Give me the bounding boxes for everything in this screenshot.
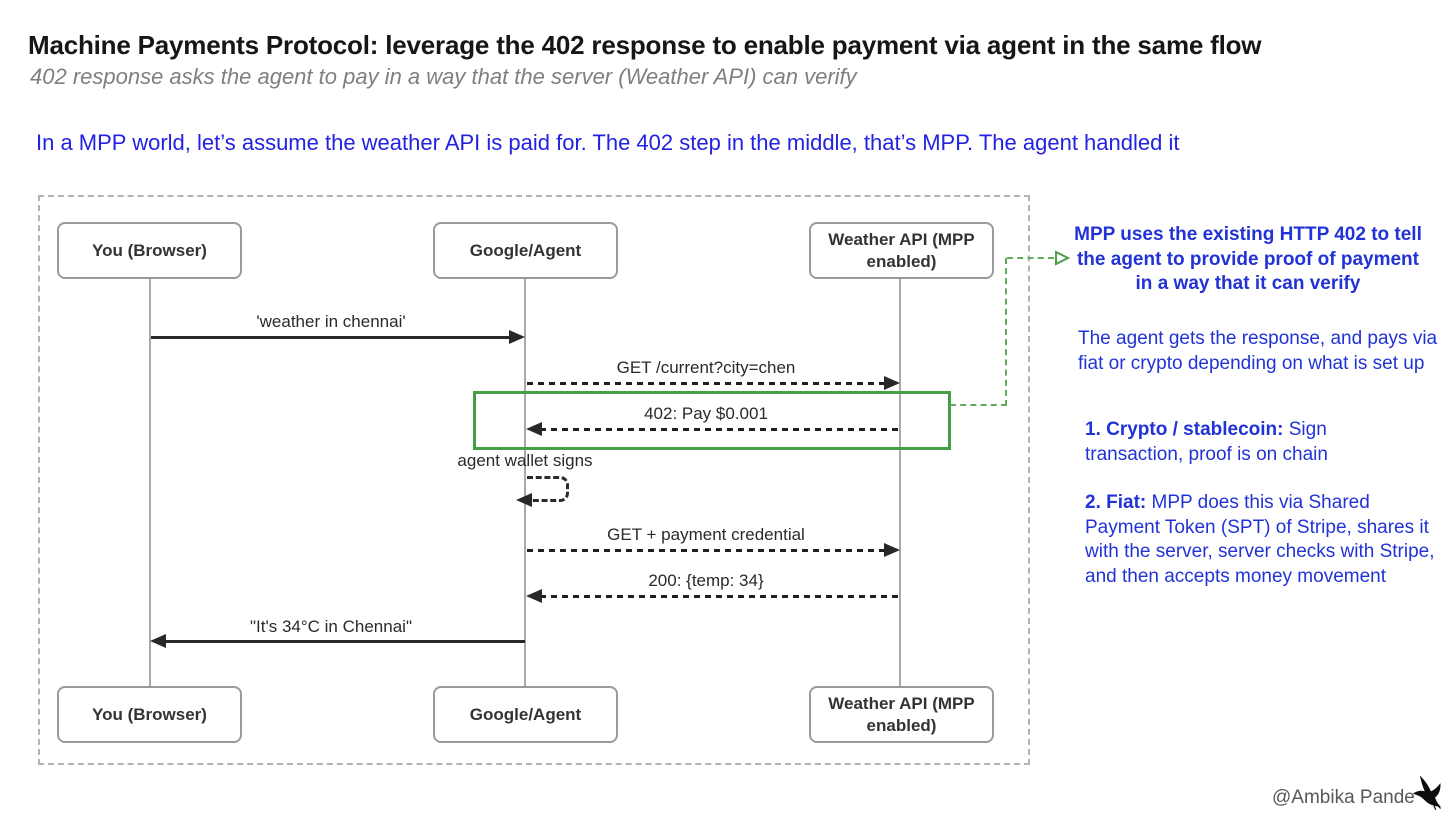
note-agent-pays: The agent gets the response, and pays vi… bbox=[1078, 328, 1438, 374]
actor-you-bottom: You (Browser) bbox=[57, 686, 242, 743]
actor-agent-label: Google/Agent bbox=[469, 704, 582, 724]
self-message-loop bbox=[527, 476, 569, 502]
message-label-agent-wallet-signs: agent wallet signs bbox=[457, 451, 593, 470]
note-fiat-text: MPP does this via Shared Payment Token (… bbox=[1085, 492, 1435, 587]
actor-weather-label: Weather API (MPP enabled) bbox=[828, 230, 975, 271]
intro-note: In a MPP world, let’s assume the weather… bbox=[36, 130, 1180, 155]
sequence-diagram: You (Browser) Google/Agent Weather API (… bbox=[38, 195, 1030, 765]
arrowhead-left-icon bbox=[516, 493, 532, 507]
actor-agent-bottom: Google/Agent bbox=[433, 686, 618, 743]
connector-segment bbox=[1005, 258, 1007, 406]
actor-weather-top: Weather API (MPP enabled) bbox=[809, 222, 994, 279]
arrowhead-left-icon bbox=[150, 634, 166, 648]
lifeline-agent bbox=[524, 279, 526, 686]
message-line bbox=[540, 595, 899, 598]
actor-weather-bottom: Weather API (MPP enabled) bbox=[809, 686, 994, 743]
message-label-weather-in-chennai: 'weather in chennai' bbox=[256, 312, 406, 331]
highlight-402-box bbox=[473, 391, 951, 450]
note-fiat-label: 2. Fiat: bbox=[1085, 492, 1147, 513]
arrowhead-left-icon bbox=[526, 422, 542, 436]
message-line bbox=[540, 428, 899, 431]
message-line bbox=[164, 640, 525, 643]
message-label-its-34c: "It's 34°C in Chennai" bbox=[250, 617, 412, 636]
lifeline-weather bbox=[899, 279, 901, 686]
arrowhead-right-icon bbox=[884, 543, 900, 557]
note-fiat-item: 2. Fiat: MPP does this via Shared Paymen… bbox=[1085, 491, 1435, 589]
message-line bbox=[151, 336, 511, 339]
callout-mpp-402: MPP uses the existing HTTP 402 to tell t… bbox=[1074, 224, 1422, 295]
page-subtitle: 402 response asks the agent to pay in a … bbox=[30, 64, 857, 89]
author-credit: @Ambika Pande bbox=[1272, 787, 1415, 808]
message-label-402-pay: 402: Pay $0.001 bbox=[644, 404, 768, 423]
message-line bbox=[527, 549, 885, 552]
connector-arrowhead-icon bbox=[1055, 250, 1071, 266]
note-crypto-label: 1. Crypto / stablecoin: bbox=[1085, 419, 1284, 440]
actor-agent-label: Google/Agent bbox=[469, 240, 582, 260]
actor-you-top: You (Browser) bbox=[57, 222, 242, 279]
message-label-get-payment-credential: GET + payment credential bbox=[607, 525, 805, 544]
message-label-200-temp: 200: {temp: 34} bbox=[648, 571, 764, 590]
arrowhead-right-icon bbox=[509, 330, 525, 344]
message-label-get-current: GET /current?city=chen bbox=[616, 358, 796, 377]
actor-you-label: You (Browser) bbox=[92, 240, 207, 260]
actor-agent-top: Google/Agent bbox=[433, 222, 618, 279]
arrowhead-right-icon bbox=[884, 376, 900, 390]
connector-segment bbox=[1007, 257, 1054, 259]
page-title: Machine Payments Protocol: leverage the … bbox=[28, 30, 1262, 60]
arrowhead-left-icon bbox=[526, 589, 542, 603]
message-line bbox=[527, 382, 885, 385]
connector-segment bbox=[950, 404, 1007, 406]
note-crypto-text: Sign transaction, proof is on chain bbox=[1085, 419, 1328, 465]
lifeline-you bbox=[149, 279, 151, 686]
note-crypto-item: 1. Crypto / stablecoin: Sign transaction… bbox=[1085, 418, 1385, 467]
actor-weather-label: Weather API (MPP enabled) bbox=[828, 694, 975, 735]
actor-you-label: You (Browser) bbox=[92, 704, 207, 724]
bird-icon bbox=[1412, 775, 1442, 811]
